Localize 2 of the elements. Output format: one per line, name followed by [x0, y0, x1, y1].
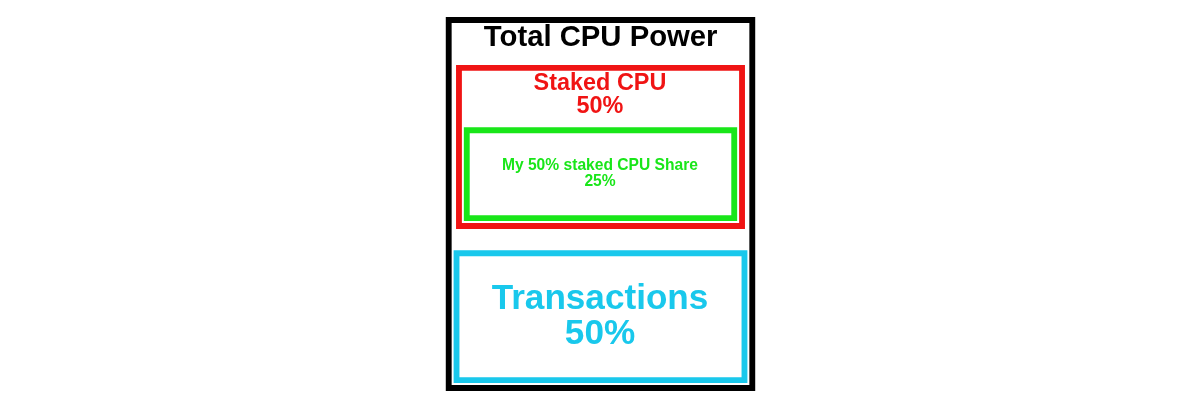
node-box: My 50% staked CPU Share 25%	[463, 127, 737, 222]
node-box: Transactions 50%	[453, 250, 747, 384]
